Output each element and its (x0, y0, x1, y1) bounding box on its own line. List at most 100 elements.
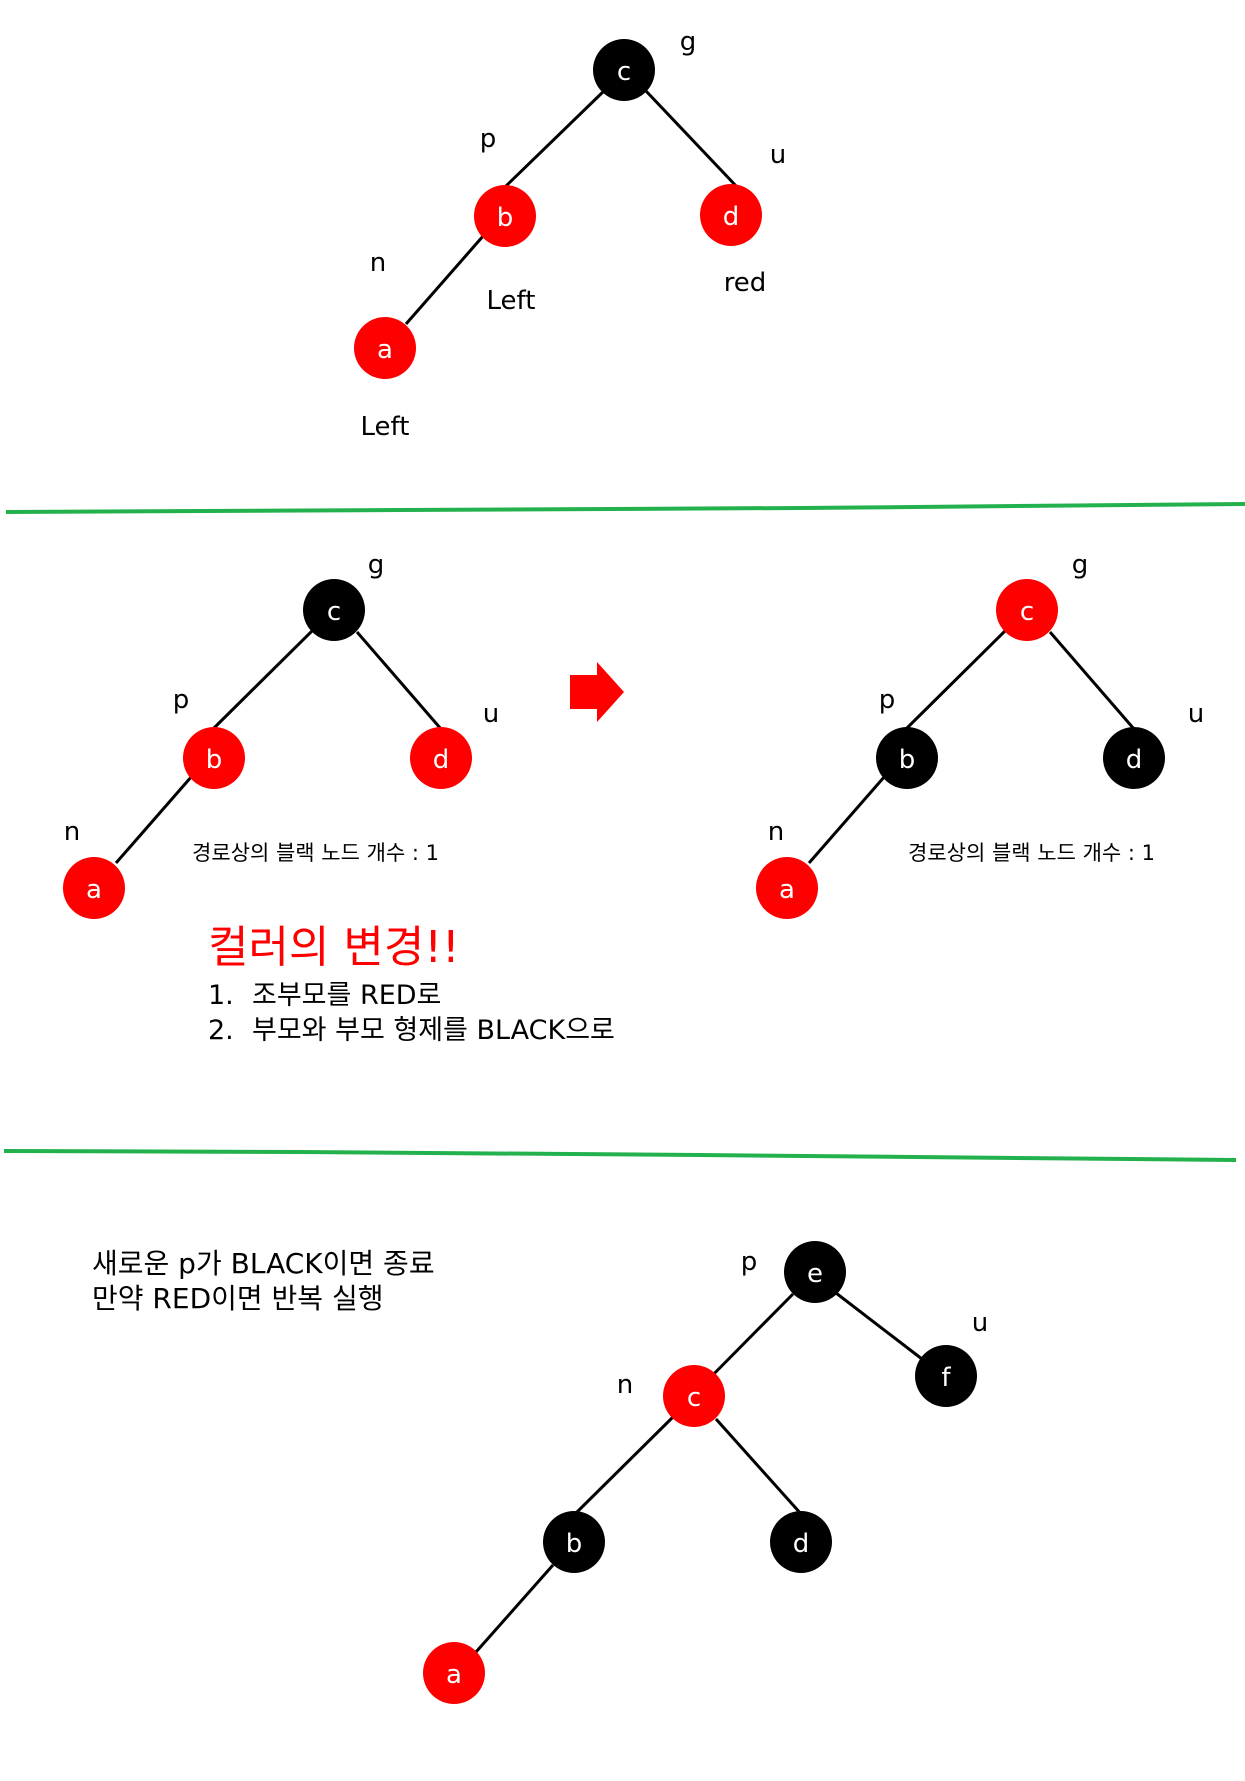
edge-c-d (644, 89, 740, 190)
label-u: u (770, 140, 786, 170)
node-b-circle (876, 727, 938, 789)
step-2-number: 2. (208, 1015, 234, 1046)
edge-b-a (474, 1564, 555, 1653)
node-c-circle (593, 39, 655, 101)
label-n: n (64, 817, 80, 847)
label-p: p (741, 1247, 758, 1277)
label-n: n (370, 248, 386, 278)
step-2-text: 부모와 부모 형제를 BLACK으로 (252, 1015, 615, 1046)
node-b-label: b (206, 745, 223, 775)
step-1-text: 조부모를 RED로 (252, 980, 441, 1011)
node-e-label: e (807, 1259, 823, 1289)
node-c: c (303, 579, 365, 641)
edge-c-b (905, 628, 1008, 730)
node-a-label: a (86, 875, 102, 905)
node-a: a (423, 1642, 485, 1704)
node-e-circle (784, 1241, 846, 1303)
panel-3-result-tree: 새로운 p가 BLACK이면 종료 만약 RED이면 반복 실행 e f c b… (92, 1241, 988, 1704)
label-g: g (1072, 550, 1089, 580)
node-d: d (1103, 727, 1165, 789)
node-a-circle (63, 857, 125, 919)
node-f-label: f (941, 1363, 951, 1393)
node-b: b (474, 185, 536, 247)
node-f-circle (915, 1345, 977, 1407)
divider-2 (3, 1149, 1237, 1162)
node-a: a (354, 317, 416, 379)
node-c-label: c (1020, 597, 1034, 627)
note-line-2: 만약 RED이면 반복 실행 (92, 1282, 384, 1315)
step-1-number: 1. (208, 980, 234, 1011)
node-d-label: d (433, 745, 450, 775)
node-a-circle (423, 1642, 485, 1704)
node-a-circle (354, 317, 416, 379)
node-a-circle (756, 857, 818, 919)
node-c: c (996, 579, 1058, 641)
label-n: n (617, 1370, 633, 1400)
node-a-label: a (377, 335, 393, 365)
edge-b-a (807, 775, 887, 864)
note-line-1: 새로운 p가 BLACK이면 종료 (92, 1247, 435, 1280)
node-d-circle (410, 727, 472, 789)
edge-c-b (572, 1414, 676, 1517)
black-count-text: 경로상의 블랙 노드 개수 : 1 (908, 841, 1155, 865)
panel-1-initial-tree: c b d a g p u n Left red Left (354, 27, 786, 442)
node-b: b (183, 727, 245, 789)
label-u: u (972, 1308, 988, 1338)
node-a-label: a (446, 1660, 462, 1690)
node-d: d (700, 184, 762, 246)
node-b: b (876, 727, 938, 789)
node-b-label: b (497, 203, 514, 233)
edge-c-b (212, 628, 315, 730)
label-u: u (1188, 699, 1204, 729)
node-c: c (663, 1365, 725, 1427)
node-c-circle (303, 579, 365, 641)
node-d: d (410, 727, 472, 789)
node-c-circle (996, 579, 1058, 641)
label-p: p (480, 124, 497, 154)
node-d-circle (1103, 727, 1165, 789)
label-left-b: Left (487, 286, 536, 316)
node-d-label: d (793, 1529, 810, 1559)
panel-2-after-tree: c b d a g p u n 경로상의 블랙 노드 개수 : 1 (756, 550, 1204, 919)
arrow-right-icon (570, 662, 624, 722)
node-a: a (63, 857, 125, 919)
node-e: e (784, 1241, 846, 1303)
node-d-circle (770, 1511, 832, 1573)
label-left-a: Left (361, 412, 410, 442)
recolor-heading: 컬러의 변경!! (208, 922, 460, 973)
label-u: u (483, 699, 499, 729)
label-p: p (173, 685, 190, 715)
label-n: n (768, 817, 784, 847)
edge-b-a (404, 234, 486, 325)
node-b-circle (543, 1511, 605, 1573)
node-d-label: d (723, 202, 740, 232)
node-f: f (915, 1345, 977, 1407)
label-p: p (879, 685, 896, 715)
edge-c-d (1048, 631, 1136, 730)
divider-1 (5, 502, 1245, 514)
node-b-label: b (899, 745, 916, 775)
label-g: g (368, 550, 385, 580)
node-d-circle (700, 184, 762, 246)
panel-2-before-tree: c b d a g p u n 경로상의 블랙 노드 개수 : 1 (63, 550, 499, 919)
edge-c-b (503, 86, 609, 189)
node-d-label: d (1126, 745, 1143, 775)
edge-b-a (114, 775, 194, 864)
edge-e-f (835, 1291, 936, 1371)
node-a-label: a (779, 875, 795, 905)
node-b-circle (183, 727, 245, 789)
node-b-label: b (566, 1529, 583, 1559)
node-a: a (756, 857, 818, 919)
node-b: b (543, 1511, 605, 1573)
node-c-label: c (687, 1383, 701, 1413)
label-red-d: red (724, 268, 767, 298)
node-b-circle (474, 185, 536, 247)
node-d: d (770, 1511, 832, 1573)
node-c: c (593, 39, 655, 101)
recolor-instructions: 컬러의 변경!! 1. 조부모를 RED로 2. 부모와 부모 형제를 BLAC… (208, 922, 615, 1046)
edge-c-d (714, 1417, 804, 1517)
node-c-label: c (327, 597, 341, 627)
node-c-label: c (617, 57, 631, 87)
node-c-circle (663, 1365, 725, 1427)
